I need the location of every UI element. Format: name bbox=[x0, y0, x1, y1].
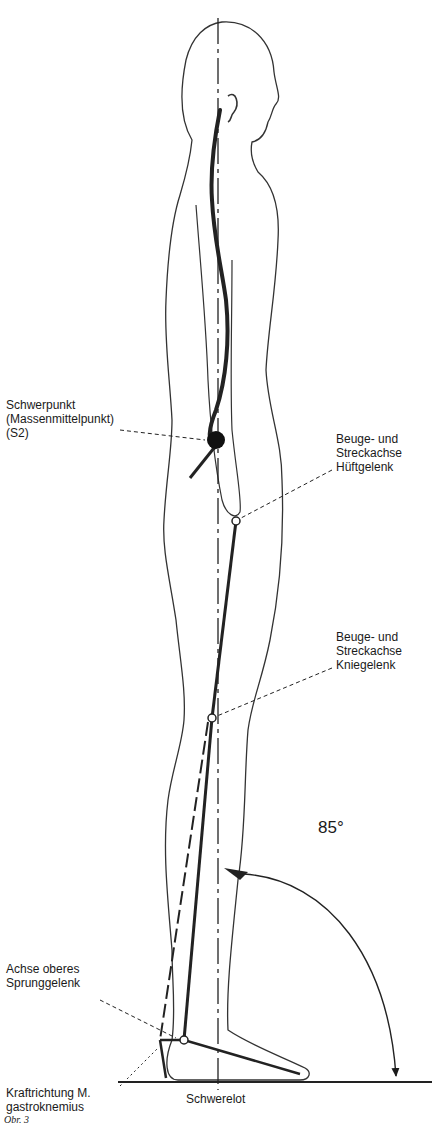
leader-line bbox=[120, 430, 205, 440]
center-of-mass bbox=[207, 431, 225, 449]
axis-label: Beuge- und Streckachse Kniegelenk bbox=[336, 630, 436, 672]
figure-caption: Obr. 3 bbox=[4, 1114, 29, 1125]
point-label: Schwerpunkt (Massenmittelpunkt) (S2) bbox=[6, 398, 124, 440]
leg-axis bbox=[184, 718, 212, 1040]
ground-line bbox=[118, 1081, 432, 1083]
ear bbox=[228, 95, 237, 122]
axis-label: Achse oberes Sprunggelenk bbox=[6, 962, 106, 990]
ankle-joint bbox=[180, 1036, 188, 1044]
hip-joint bbox=[232, 517, 240, 525]
leader-line bbox=[120, 1048, 158, 1086]
leader-line bbox=[217, 668, 332, 716]
gravity-line bbox=[217, 18, 218, 1090]
foot-lever bbox=[160, 1040, 300, 1074]
gravity-label: Schwerelot bbox=[186, 1092, 276, 1106]
leader-line bbox=[241, 470, 332, 518]
foot-lever bbox=[160, 1040, 166, 1078]
gastrocnemius-line bbox=[160, 722, 208, 1040]
body-outline bbox=[164, 22, 309, 1080]
leg-axis bbox=[212, 521, 236, 718]
force-label: Kraftrichtung M. gastroknemius bbox=[6, 1086, 118, 1114]
leader-line bbox=[100, 1000, 176, 1038]
angle-arc bbox=[244, 874, 396, 1076]
angle-value: 85° bbox=[318, 818, 378, 838]
knee-joint bbox=[208, 714, 216, 722]
sacrum bbox=[190, 448, 214, 478]
axis-label: Beuge- und Streckachse Hüftgelenk bbox=[336, 432, 436, 474]
